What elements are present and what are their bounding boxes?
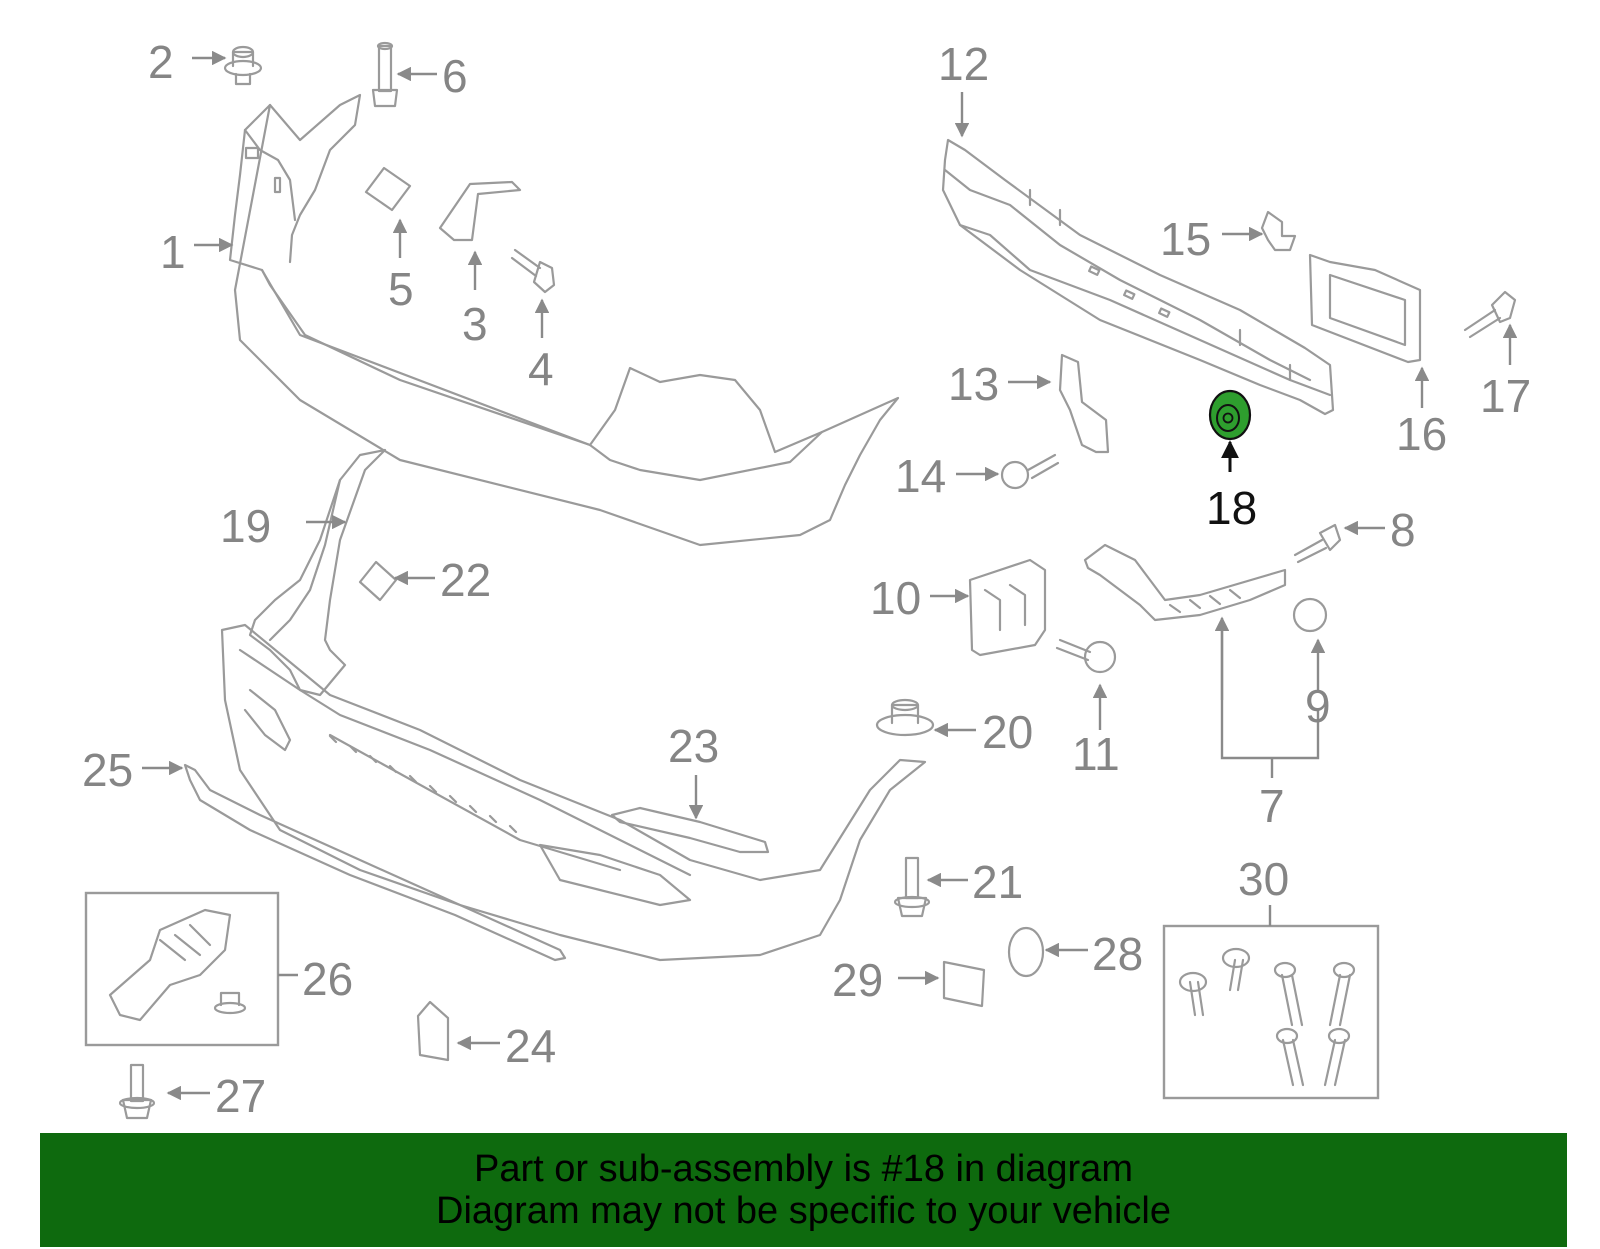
part-1-bumper-cover-upper [228,93,900,547]
part-7-side-bracket [1083,543,1287,622]
callout-6: 6 [442,50,468,102]
callout-8: 8 [1390,504,1416,556]
callout-18: 18 [1206,482,1257,534]
part-12-reinforcement-beam [941,138,1335,416]
part-3-bracket [438,180,522,242]
callout-4: 4 [528,343,554,395]
part-9-clip [1292,597,1328,633]
part-15-bracket [1260,210,1297,252]
callout-15: 15 [1160,213,1211,265]
part-27-bolt [118,1063,156,1120]
callout-17: 17 [1480,370,1531,422]
callout-5: 5 [388,263,414,315]
callout-9: 9 [1305,680,1331,732]
callout-20: 20 [982,706,1033,758]
part-24-pad [416,1000,450,1062]
callout-10: 10 [870,572,921,624]
callout-1: 1 [160,226,186,278]
callout-13: 13 [948,358,999,410]
callout-19: 19 [220,500,271,552]
callout-16: 16 [1396,408,1447,460]
part-14-bolt [1000,453,1060,490]
callout-11: 11 [1072,728,1120,780]
part-13-bracket [1058,353,1110,454]
callout-14: 14 [895,450,946,502]
part-16-bracket-plate [1308,253,1422,364]
part-lower-bumper [220,623,927,962]
part-30-fastener-kit-box [1162,924,1380,1100]
part-8-bolt [1293,523,1342,564]
part-28-seal-ring [1007,926,1045,978]
part-21-bolt [893,856,931,918]
part-11-bolt [1055,638,1117,674]
callout-25: 25 [82,744,133,796]
callout-30: 30 [1238,853,1289,905]
callout-26: 26 [302,953,353,1005]
part-info-banner: Part or sub-assembly is #18 in diagram D… [40,1133,1567,1247]
part-18-nut [1208,389,1252,441]
callout-labels: 2 6 1 5 3 4 12 15 16 17 13 14 18 8 10 9 … [82,36,1531,1122]
part-25-lower-strip [183,763,567,962]
callout-2: 2 [148,36,174,88]
part-5-pad [364,166,412,212]
callout-29: 29 [832,954,883,1006]
callout-23: 23 [668,720,719,772]
callout-24: 24 [505,1020,556,1072]
banner-line-1: Part or sub-assembly is #18 in diagram [474,1148,1133,1190]
part-29-pad [942,960,986,1008]
callout-7: 7 [1259,780,1285,832]
part-22-pad [358,560,398,602]
callout-3: 3 [462,298,488,350]
callout-22: 22 [440,554,491,606]
callout-12: 12 [938,38,989,90]
callout-27: 27 [215,1070,266,1122]
part-2-clip [223,45,263,86]
callout-28: 28 [1092,928,1143,980]
part-17-bolt [1463,290,1517,339]
part-6-bolt [371,41,399,108]
part-20-clip [875,698,935,737]
part-10-bracket [968,558,1047,657]
banner-line-2: Diagram may not be specific to your vehi… [436,1190,1171,1232]
part-26-kit-box [84,891,280,1047]
callout-21: 21 [972,856,1023,908]
part-19-side-bracket [248,448,387,697]
part-23-trim-strip [610,806,770,854]
part-4-bolt [510,248,556,294]
leader-lines [142,50,1518,1101]
